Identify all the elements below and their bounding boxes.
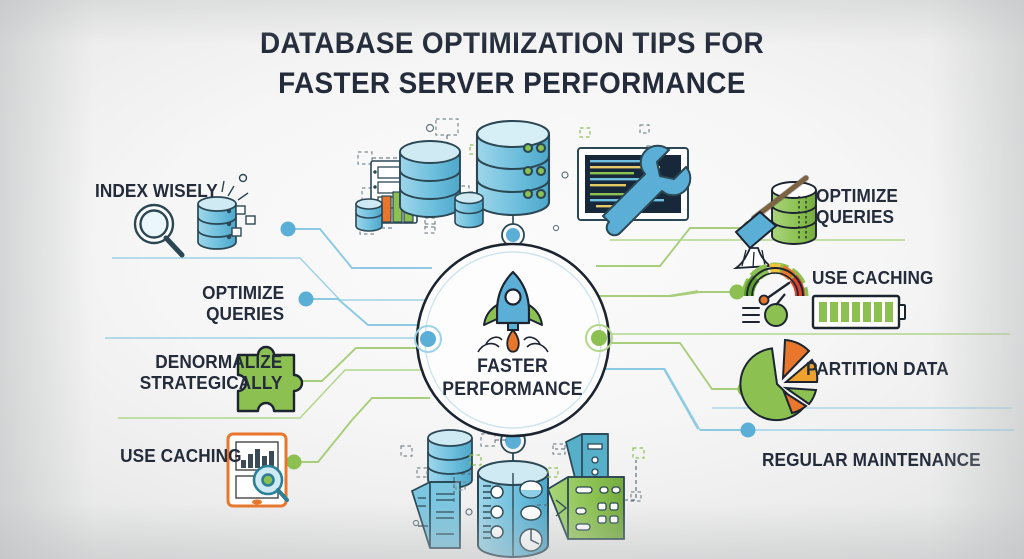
puzzle-piece-icon	[236, 345, 304, 413]
magnifier-database-icon	[133, 173, 256, 258]
node-use-caching-left[interactable]	[286, 454, 302, 470]
gauge-battery-icon	[741, 262, 906, 330]
label-use-caching-right: USE CACHING	[812, 267, 934, 288]
node-use-caching-right[interactable]	[729, 284, 745, 300]
green-cube-server-icon	[546, 476, 625, 540]
database-cylinder-large	[475, 119, 551, 217]
label-partition-data: PARTITION DATA	[806, 358, 949, 379]
tablet-chart-magnifier-icon	[226, 432, 289, 508]
label-line-1: DENORMALIZE	[154, 351, 282, 372]
database-cylinder-blue	[427, 429, 473, 489]
label-line-2: QUERIES	[816, 205, 895, 227]
node-index-wisely[interactable]	[280, 221, 296, 237]
database-cylinder-small	[355, 198, 383, 232]
label-line-1: OPTIMIZE	[816, 185, 898, 206]
title-line-2: FASTER SERVER PERFORMANCE	[278, 66, 746, 100]
label-optimize-queries-right: OPTIMIZE QUERIES	[816, 185, 898, 227]
rocket-icon	[477, 270, 549, 353]
hub-label-line-2: PERFORMANCE	[442, 378, 584, 400]
wrench-icon	[602, 144, 692, 237]
label-line-1: OPTIMIZE	[202, 282, 284, 303]
server-blade-icon	[410, 481, 461, 549]
server-infrastructure-illustration	[400, 424, 645, 558]
hub-node-left[interactable]	[420, 331, 436, 347]
label-line-2: QUERIES	[205, 302, 284, 324]
hub-label: FASTER PERFORMANCE	[443, 356, 583, 401]
pie-chart-icon	[739, 338, 819, 422]
database-cylinder-medium	[399, 140, 461, 218]
label-denormalize-strategically: DENORMALIZE STRATEGICALLY	[139, 351, 282, 393]
hub-circle[interactable]	[414, 242, 613, 438]
label-use-caching-left: USE CACHING	[120, 445, 242, 466]
connector-lines	[105, 227, 1014, 463]
hub-node-right[interactable]	[591, 330, 607, 346]
title-line-1: DATABASE OPTIMIZATION TIPS FOR	[259, 27, 765, 60]
database-cylinder-small-2	[454, 191, 484, 229]
label-optimize-queries-left: OPTIMIZE QUERIES	[202, 282, 284, 324]
hub-label-line-1: FASTER	[477, 356, 549, 378]
database-cluster-illustration	[355, 118, 692, 247]
label-line-2: STRATEGICALLY	[139, 371, 282, 393]
broom-database-icon	[732, 174, 817, 270]
label-regular-maintenance: REGULAR MAINTENANCE	[762, 449, 981, 470]
data-barrel-large	[477, 460, 549, 558]
page-title: DATABASE OPTIMIZATION TIPS FOR FASTER SE…	[0, 24, 1024, 103]
node-regular-maintenance[interactable]	[740, 422, 756, 438]
hub-center: FASTER PERFORMANCE	[418, 245, 608, 435]
node-optimize-queries-left[interactable]	[298, 291, 314, 307]
label-index-wisely: INDEX WISELY	[95, 180, 218, 201]
